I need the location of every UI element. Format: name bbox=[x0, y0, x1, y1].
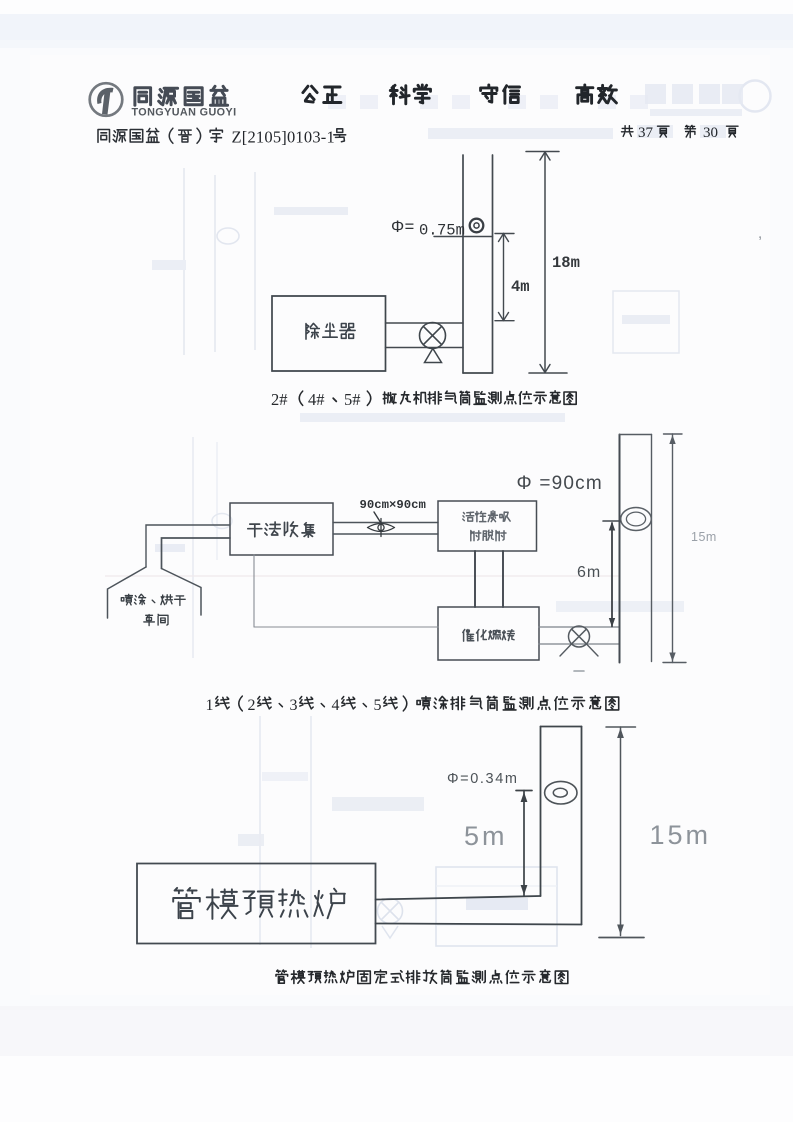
svg-text:1: 1 bbox=[206, 697, 214, 714]
svg-text:TONGYUAN GUOYI: TONGYUAN GUOYI bbox=[132, 107, 237, 119]
svg-text:2: 2 bbox=[248, 697, 256, 714]
svg-text:4m: 4m bbox=[511, 278, 530, 296]
svg-text:15m: 15m bbox=[691, 530, 717, 544]
svg-text:15m: 15m bbox=[650, 820, 712, 850]
svg-text:18m: 18m bbox=[552, 254, 580, 272]
svg-text:6m: 6m bbox=[577, 564, 601, 581]
svg-text:90cm×90cm: 90cm×90cm bbox=[360, 498, 426, 512]
svg-text:Φ =90cm: Φ =90cm bbox=[517, 473, 603, 494]
svg-text:75m: 75m bbox=[437, 222, 465, 240]
svg-text:0.: 0. bbox=[419, 222, 438, 240]
svg-text:4: 4 bbox=[332, 697, 340, 714]
svg-text:,: , bbox=[758, 225, 762, 242]
svg-text:5: 5 bbox=[374, 697, 382, 714]
svg-text:30: 30 bbox=[703, 125, 718, 141]
svg-text:5#: 5# bbox=[344, 390, 361, 409]
svg-text:37: 37 bbox=[638, 125, 654, 141]
svg-text:Φ=: Φ= bbox=[391, 218, 415, 236]
svg-text:Φ=0.34m: Φ=0.34m bbox=[447, 771, 519, 787]
svg-text:3: 3 bbox=[290, 697, 298, 714]
svg-text:2#: 2# bbox=[271, 390, 288, 409]
svg-text:4#: 4# bbox=[308, 390, 325, 409]
svg-text:5m: 5m bbox=[464, 821, 508, 851]
svg-text:Z[2105]0103-1: Z[2105]0103-1 bbox=[232, 128, 335, 147]
